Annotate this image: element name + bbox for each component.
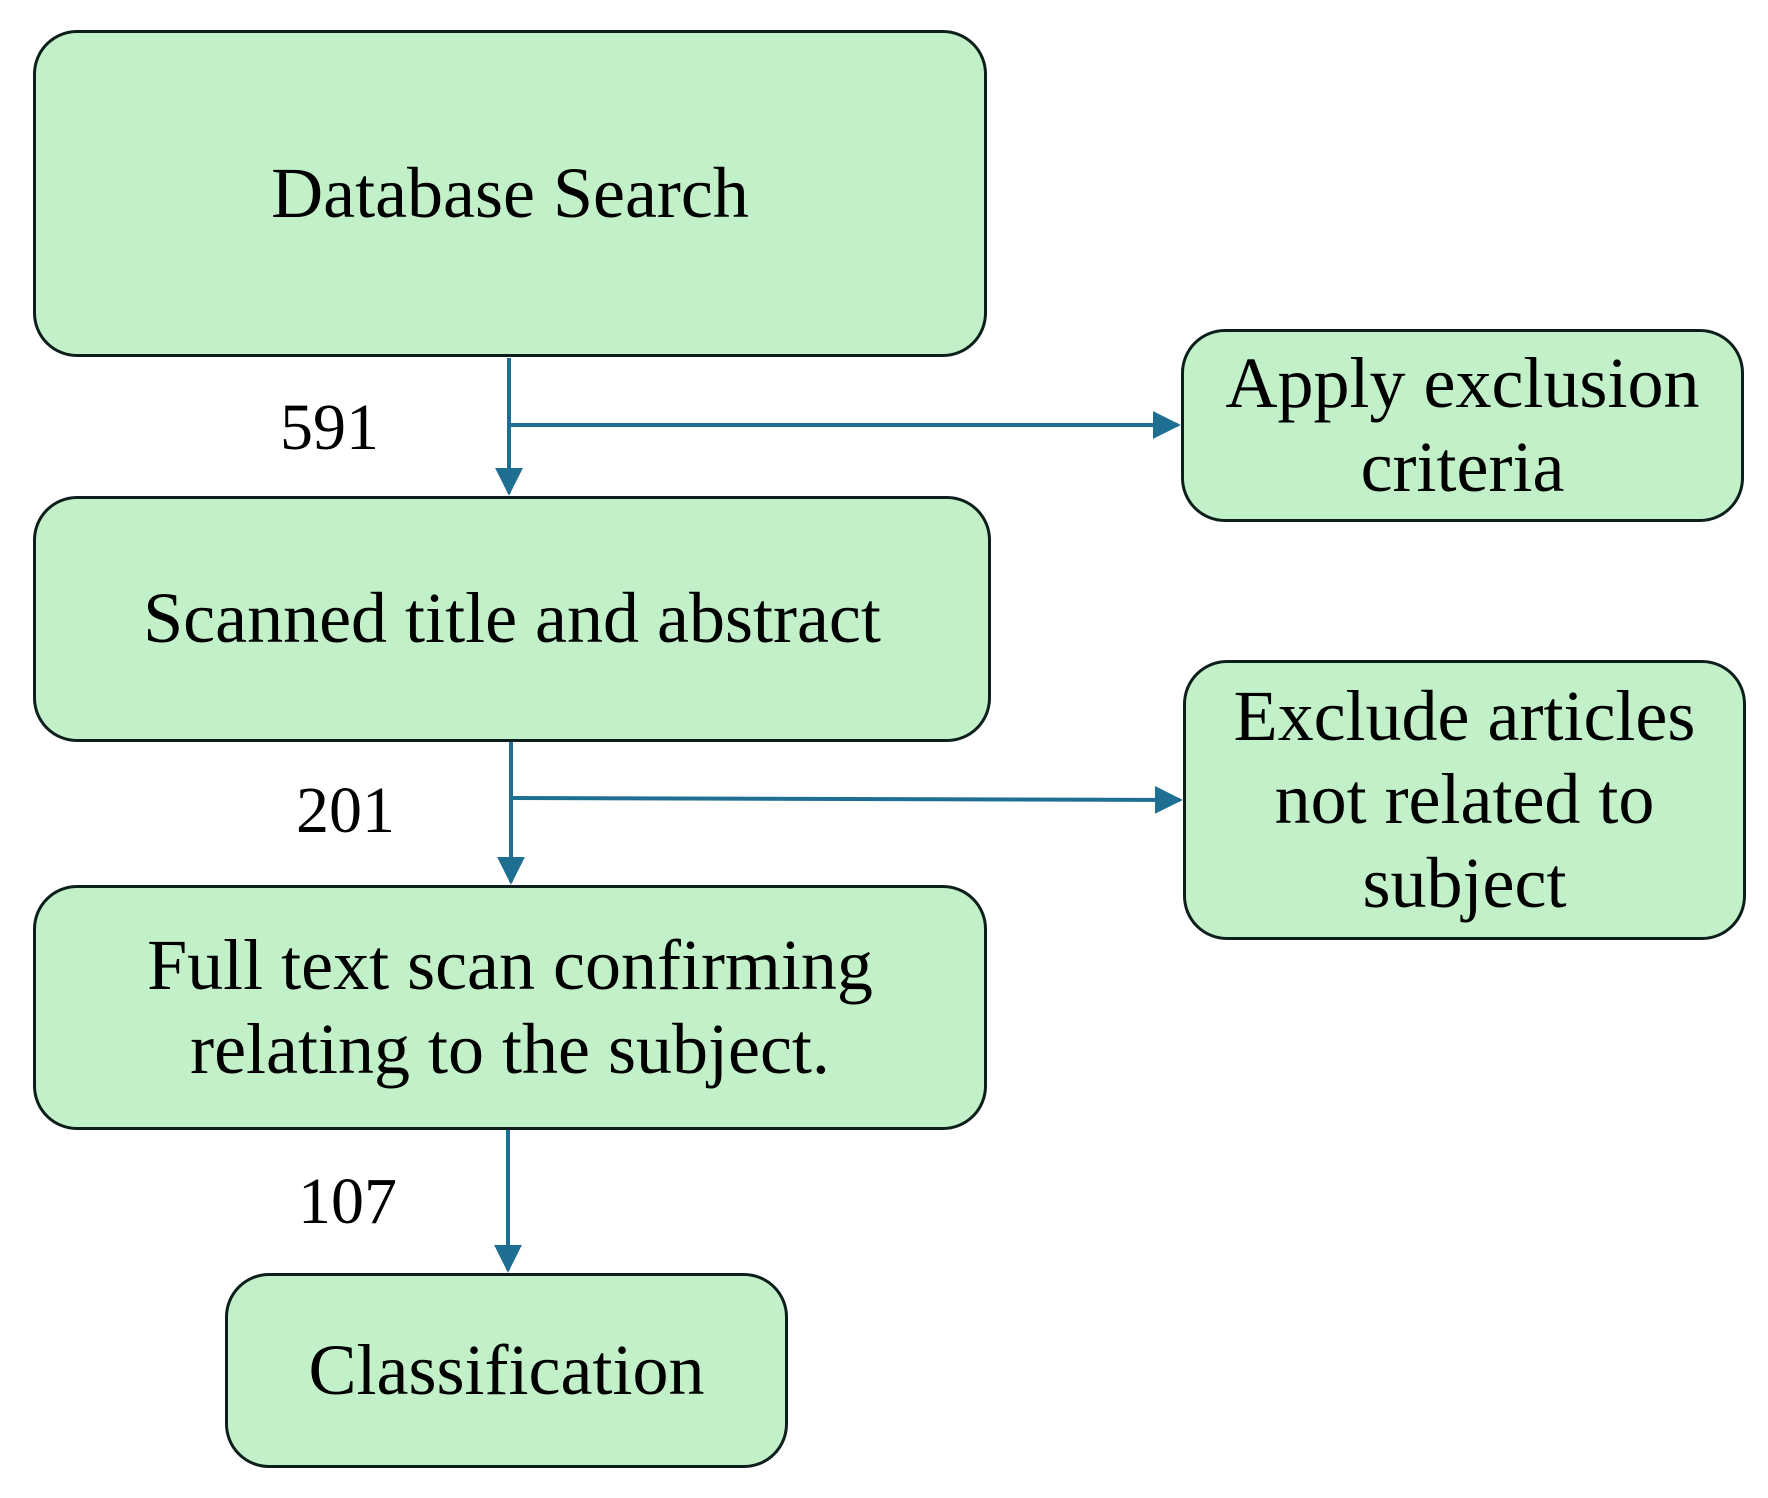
exclude-articles-label-line-2: not related to bbox=[1274, 759, 1655, 840]
database-search-box: Database Search bbox=[33, 30, 987, 357]
classification-label: Classification bbox=[308, 1329, 705, 1410]
count-after-title-abstract: 201 bbox=[296, 774, 395, 847]
full-text-scan-box: Full text scan confirming relating to th… bbox=[33, 885, 987, 1130]
apply-exclusion-criteria-box: Apply exclusion criteria bbox=[1181, 329, 1744, 522]
exclude-articles-label-line-3: subject bbox=[1362, 842, 1567, 923]
apply-exclusion-label-line-2: criteria bbox=[1360, 426, 1565, 507]
exclude-articles-box: Exclude articles not related to subject bbox=[1183, 660, 1746, 940]
scanned-title-abstract-box: Scanned title and abstract bbox=[33, 496, 991, 742]
arrow-to-exclude-articles bbox=[510, 785, 1183, 814]
full-text-scan-label-line-1: Full text scan confirming bbox=[147, 924, 873, 1005]
count-after-search: 591 bbox=[280, 391, 379, 464]
count-after-full-text: 107 bbox=[298, 1165, 397, 1238]
database-search-label: Database Search bbox=[271, 152, 749, 233]
exclude-articles-label-line-1: Exclude articles bbox=[1233, 675, 1696, 756]
apply-exclusion-label-line-1: Apply exclusion bbox=[1225, 342, 1700, 423]
classification-box: Classification bbox=[225, 1273, 788, 1468]
scanned-title-abstract-label: Scanned title and abstract bbox=[143, 578, 881, 659]
full-text-scan-label-line-2: relating to the subject. bbox=[190, 1008, 830, 1089]
